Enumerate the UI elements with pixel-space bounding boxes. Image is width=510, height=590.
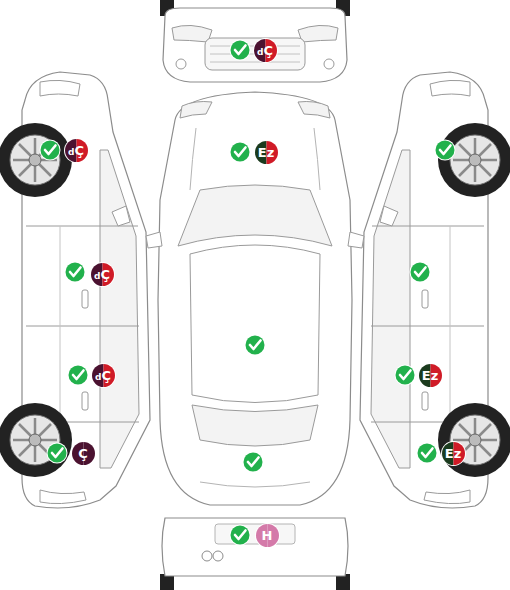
- damage-badge: dÇ: [253, 38, 278, 63]
- front-bumper: [160, 0, 350, 82]
- damage-code: Ç: [78, 447, 88, 460]
- right-side-view: [360, 72, 510, 508]
- damage-badge: Ç: [71, 441, 96, 466]
- left-side-view: [0, 72, 150, 508]
- damage-code: H: [262, 529, 273, 542]
- damage-badge: H: [255, 523, 280, 548]
- ok-check-marks: [40, 40, 456, 546]
- damage-code: dÇ: [94, 268, 110, 281]
- damage-badge: dÇ: [64, 138, 89, 163]
- damage-code: Ez: [258, 146, 274, 159]
- damage-code: dÇ: [257, 44, 273, 57]
- damage-code: dÇ: [95, 369, 111, 382]
- damage-badge: Ez: [254, 140, 279, 165]
- damage-code: Ez: [445, 447, 461, 460]
- rear-bumper: [160, 518, 350, 590]
- top-view: [146, 92, 364, 505]
- damage-code: dÇ: [68, 144, 84, 157]
- damage-badge: dÇ: [91, 363, 116, 388]
- damage-badge: Ez: [418, 363, 443, 388]
- damage-badge: Ez: [441, 441, 466, 466]
- damage-code: Ez: [422, 369, 438, 382]
- damage-badge: dÇ: [90, 262, 115, 287]
